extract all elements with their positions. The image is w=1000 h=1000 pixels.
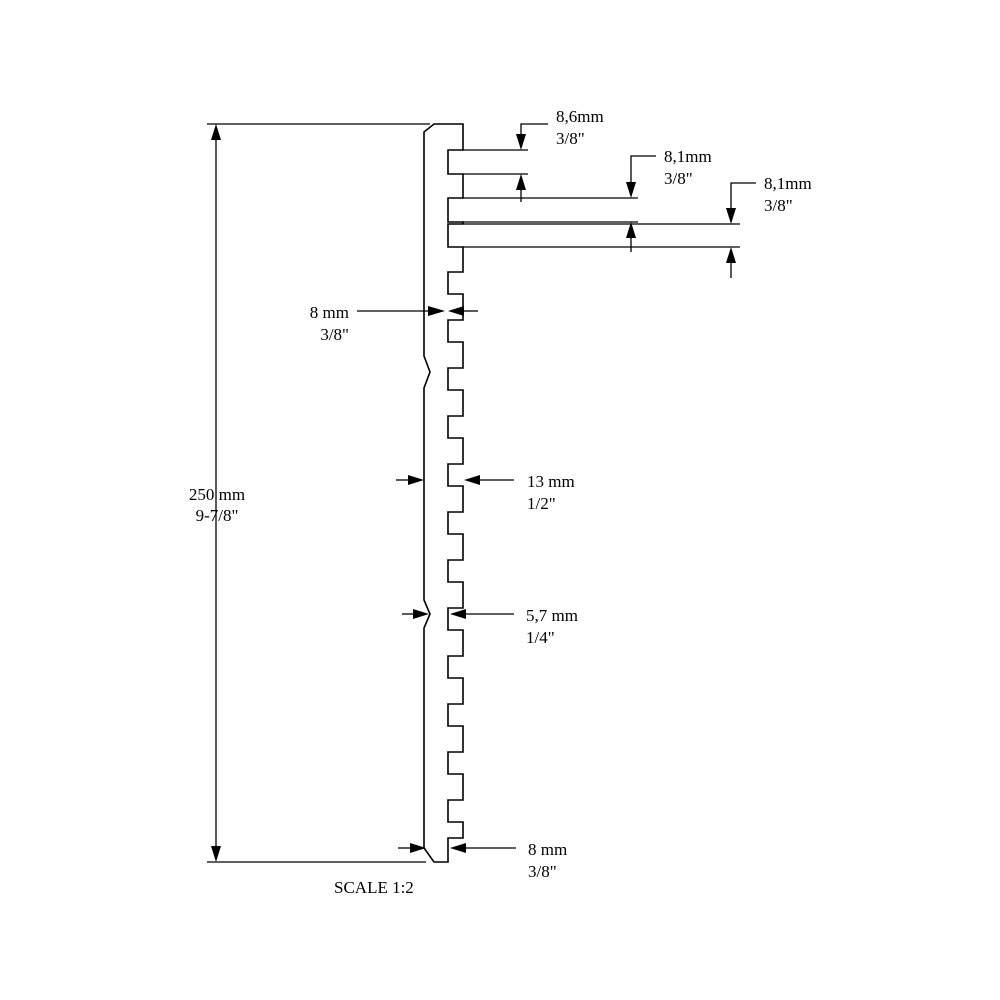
top-gap-2-dimension: 8,1mm 3/8" bbox=[463, 147, 712, 252]
groove-depth-inch-label: 3/8" bbox=[320, 325, 349, 344]
thickness-inch-label: 1/2" bbox=[527, 494, 556, 513]
bottom-depth-inch-label: 3/8" bbox=[528, 862, 557, 881]
top-gap-3-dimension: 8,1mm 3/8" bbox=[463, 174, 812, 278]
scale-label: SCALE 1:2 bbox=[334, 878, 414, 897]
top-gap-3-mm-label: 8,1mm bbox=[764, 174, 812, 193]
groove-depth-mm-label: 8 mm bbox=[310, 303, 349, 322]
top-gap-3-inch-label: 3/8" bbox=[764, 196, 793, 215]
bottom-depth-dimension: 8 mm 3/8" bbox=[398, 840, 567, 881]
top-gap-2-inch-label: 3/8" bbox=[664, 169, 693, 188]
height-dimension: 250 mm 9-7/8" bbox=[189, 123, 430, 863]
top-gap-2-mm-label: 8,1mm bbox=[664, 147, 712, 166]
top-gap-1-mm-label: 8,6mm bbox=[556, 107, 604, 126]
thickness-mm-label: 13 mm bbox=[527, 472, 575, 491]
notch-dimension: 5,7 mm 1/4" bbox=[402, 606, 578, 647]
height-mm-label: 250 mm bbox=[189, 485, 245, 504]
top-gap-1-inch-label: 3/8" bbox=[556, 129, 585, 148]
notch-mm-label: 5,7 mm bbox=[526, 606, 578, 625]
groove-depth-dimension: 8 mm 3/8" bbox=[310, 303, 478, 344]
bottom-depth-mm-label: 8 mm bbox=[528, 840, 567, 859]
top-gap-1-dimension: 8,6mm 3/8" bbox=[463, 107, 604, 202]
notch-inch-label: 1/4" bbox=[526, 628, 555, 647]
thickness-dimension: 13 mm 1/2" bbox=[396, 472, 575, 513]
height-inch-label: 9-7/8" bbox=[196, 506, 239, 525]
board-profile bbox=[423, 123, 464, 863]
